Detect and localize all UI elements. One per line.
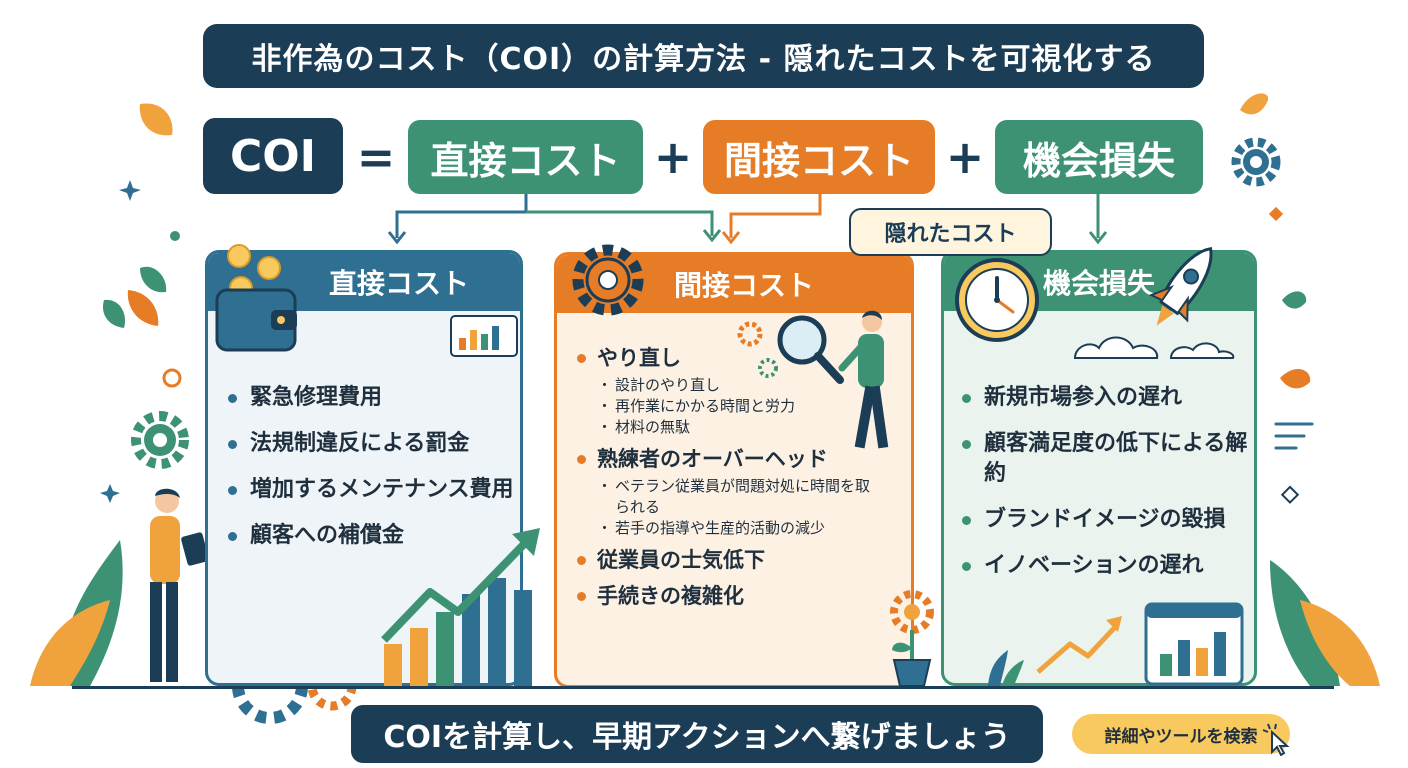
opportunity-illustrations <box>955 246 1235 359</box>
sub-list-item: 材料の無駄 <box>597 417 907 438</box>
equals-sign: = <box>356 130 396 184</box>
list-item: 法規制違反による罰金 <box>228 429 518 459</box>
lines-icon <box>1274 422 1314 450</box>
search-button-label: 詳細やツールを検索 <box>1104 726 1258 747</box>
list-item: 増加するメンテナンス費用 <box>228 475 518 505</box>
formula-indirect-cost: 間接コスト <box>703 120 935 194</box>
plus-sign: + <box>945 130 985 184</box>
person-illustration <box>838 310 889 449</box>
clock-icon <box>955 258 1039 342</box>
direct-cost-list: 緊急修理費用 法規制違反による罰金 増加するメンテナンス費用 顧客への補償金 <box>228 383 518 567</box>
opportunity-loss-list: 新規市場参入の遅れ 顧客満足度の低下による解約 ブランドイメージの毀損 イノベー… <box>962 383 1252 597</box>
sparkle-icon <box>100 484 120 503</box>
list-item: 熟練者のオーバーヘッド ベテラン従業員が問題対処に時間を取られる 若手の指導や生… <box>577 444 907 539</box>
hidden-cost-callout: 隠れたコスト <box>849 208 1052 256</box>
call-to-action-banner: COIを計算し、早期アクションへ繋げましょう <box>351 705 1043 763</box>
sub-list-item: 若手の指導や生産的活動の減少 <box>597 518 907 539</box>
gear-icon <box>737 321 763 347</box>
gear-icon <box>572 244 644 316</box>
connector-arrows <box>387 194 1108 245</box>
list-item: 新規市場参入の遅れ <box>962 383 1252 413</box>
page-title: 非作為のコスト（COI）の計算方法 - 隠れたコストを可視化する <box>203 24 1204 88</box>
diamond-icon <box>1280 485 1300 504</box>
person-illustration <box>150 488 209 682</box>
gear-icon <box>758 358 778 378</box>
cursor-icon <box>1262 723 1290 756</box>
leaf-icon <box>1282 291 1307 309</box>
rocket-icon <box>1148 246 1213 326</box>
diamond-icon <box>1268 206 1284 222</box>
list-item: 顧客満足度の低下による解約 <box>962 429 1252 489</box>
ring-icon <box>162 368 182 388</box>
dashboard-icon <box>988 602 1244 686</box>
sub-list-item: 設計のやり直し <box>597 375 907 396</box>
leaf-icon <box>1240 93 1269 115</box>
list-item: 従業員の士気低下 <box>577 545 907 575</box>
indirect-cost-card: 間接コスト やり直し 設計のやり直し 再作業にかかる時間と労力 材料の無駄 熟練… <box>554 252 914 688</box>
cloud-icon <box>1073 336 1235 359</box>
sub-list: ベテラン従業員が問題対処に時間を取られる 若手の指導や生産的活動の減少 <box>597 476 907 539</box>
plant-icon <box>1300 600 1380 686</box>
gear-icon <box>1231 137 1281 187</box>
indirect-illustrations <box>572 244 889 449</box>
sub-list: 設計のやり直し 再作業にかかる時間と労力 材料の無駄 <box>597 375 907 438</box>
search-tools-button[interactable]: 詳細やツールを検索 <box>1072 714 1290 754</box>
growth-chart-icon <box>381 528 540 686</box>
plant-icon <box>30 600 110 686</box>
gear-icon <box>131 411 189 469</box>
list-item: イノベーションの遅れ <box>962 551 1252 581</box>
wallet-icon <box>215 244 518 357</box>
indirect-cost-list: やり直し 設計のやり直し 再作業にかかる時間と労力 材料の無駄 熟練者のオーバー… <box>577 343 907 617</box>
plus-sign: + <box>653 130 693 184</box>
list-item: 緊急修理費用 <box>228 383 518 413</box>
formula-coi: COI <box>203 118 343 194</box>
list-item: 顧客への補償金 <box>228 521 518 551</box>
plant-pot-icon <box>890 590 934 687</box>
magnifier-icon <box>777 315 844 384</box>
sub-list-item: 再作業にかかる時間と労力 <box>597 396 907 417</box>
dot-icon <box>170 231 180 241</box>
list-item: やり直し 設計のやり直し 再作業にかかる時間と労力 材料の無駄 <box>577 343 907 438</box>
leaf-icon <box>1280 369 1311 389</box>
formula-direct-cost: 直接コスト <box>408 120 643 194</box>
leaf-icon <box>102 103 173 328</box>
ground-line <box>72 686 1334 689</box>
list-item: ブランドイメージの毀損 <box>962 505 1252 535</box>
sparkle-icon <box>119 180 141 201</box>
sub-list-item: ベテラン従業員が問題対処に時間を取られる <box>597 476 873 518</box>
list-item: 手続きの複雑化 <box>577 581 907 611</box>
plant-icon <box>1270 560 1340 686</box>
formula-opportunity-loss: 機会損失 <box>995 120 1203 194</box>
